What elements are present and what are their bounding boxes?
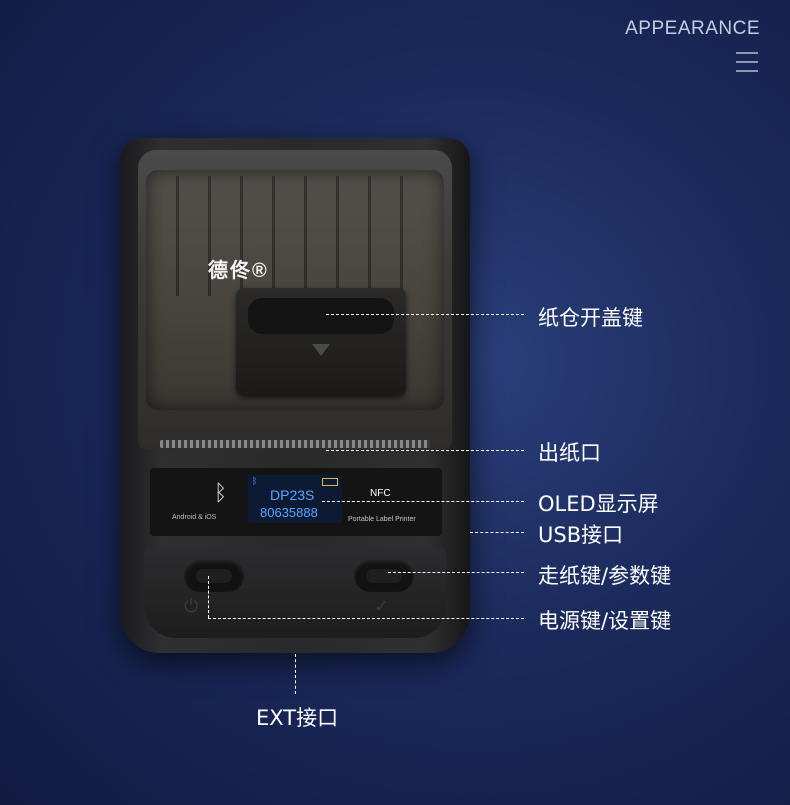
oled-title: DP23S	[270, 487, 315, 503]
power-button[interactable]	[184, 560, 244, 592]
oled-screen: ᛒ DP23S 80635888	[248, 475, 342, 523]
bluetooth-icon: ᛒ	[214, 480, 228, 505]
front-panel: ᛒ Android & iOS ᛒ DP23S 80635888 NFC Por…	[150, 468, 442, 536]
callout-line-power	[208, 618, 524, 619]
printer: 德佟® ᛒ Android & iOS ᛒ DP23S 80635888 NFC…	[120, 138, 470, 653]
lid-rib	[208, 176, 211, 296]
oled-bluetooth-icon: ᛒ	[252, 476, 258, 486]
lid-rib	[176, 176, 179, 296]
hamburger-menu-icon[interactable]	[736, 52, 758, 74]
callout-oled: OLED显示屏	[538, 492, 659, 516]
power-button-cap	[196, 569, 232, 583]
feed-button[interactable]	[354, 560, 414, 592]
callout-lid-button: 纸仓开盖键	[538, 306, 643, 330]
os-label: Android & iOS	[172, 514, 217, 521]
callout-power-key: 电源键/设置键	[538, 609, 672, 633]
lid-rib	[336, 176, 339, 296]
check-icon: ✓	[374, 596, 390, 616]
callout-paper-outlet: 出纸口	[538, 441, 601, 465]
power-icon: ⏻	[184, 596, 199, 616]
callout-vline-power	[208, 576, 209, 618]
oled-number: 80635888	[260, 505, 318, 520]
header-label: APPEARANCE	[625, 18, 760, 39]
lid-open-latch[interactable]	[236, 288, 406, 396]
lid-rib	[400, 176, 403, 296]
nfc-icon: NFC	[370, 488, 391, 499]
battery-icon	[322, 478, 338, 486]
callout-vline-ext	[295, 654, 296, 694]
callout-line-oled	[322, 501, 524, 502]
paper-slot	[160, 440, 430, 448]
lid-window: 德佟®	[146, 170, 444, 410]
callout-ext: EXT接口	[256, 706, 339, 730]
down-arrow-icon	[312, 344, 330, 356]
brand-logo: 德佟®	[208, 260, 269, 282]
callout-usb: USB接口	[538, 523, 624, 547]
printer-lid: 德佟®	[138, 150, 452, 450]
button-panel: ⏻ ✓	[144, 548, 446, 638]
callout-line-lid	[326, 314, 524, 315]
lid-rib	[272, 176, 275, 296]
lid-rib	[368, 176, 371, 296]
product-label: Portable Label Printer	[348, 516, 416, 523]
callout-feed-key: 走纸键/参数键	[538, 564, 672, 588]
latch-grip	[248, 298, 394, 334]
callout-line-outlet	[326, 450, 524, 451]
lid-rib	[304, 176, 307, 296]
callout-line-feed	[388, 572, 524, 573]
callout-line-usb	[470, 532, 524, 533]
lid-rib	[240, 176, 243, 296]
